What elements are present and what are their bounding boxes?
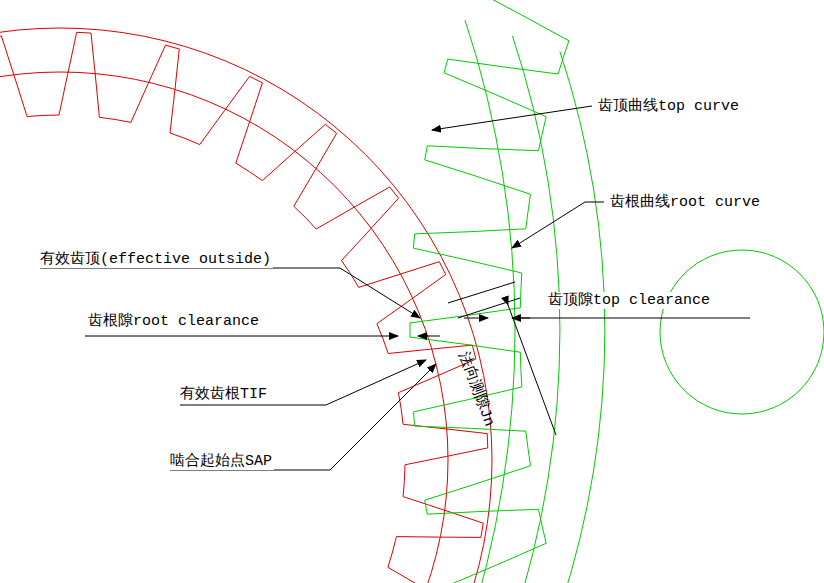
dimension-arrow <box>418 336 440 337</box>
dimension-arrow <box>512 318 530 319</box>
leader-line <box>508 305 556 435</box>
callout-label: 有效齿顶(effective outside) <box>38 251 273 268</box>
dimension-arrow <box>464 318 488 319</box>
gear-teeth <box>0 32 488 583</box>
green-gear-center-circle <box>660 250 824 414</box>
leader-line <box>512 318 750 319</box>
green-arc <box>560 52 605 583</box>
leader-lines <box>40 106 750 470</box>
normal-line <box>448 282 515 303</box>
leader-line <box>40 268 420 318</box>
callout-label: 有效齿根TIF <box>178 386 269 403</box>
green-arc <box>512 36 559 583</box>
tip-circle <box>0 28 492 583</box>
callout-label: 齿根隙root clearance <box>86 313 261 330</box>
normal-line <box>458 298 520 318</box>
callout-label: 齿根曲线root curve <box>608 194 762 211</box>
callout-label: 法向测隙Jn <box>454 348 498 431</box>
leader-line <box>512 202 604 248</box>
leader-line <box>85 336 398 337</box>
red-gear <box>0 28 492 583</box>
callout-label: 齿顶隙top clearance <box>546 292 712 309</box>
pitch-circle <box>0 72 448 583</box>
callout-label: 啮合起始点SAP <box>168 453 274 470</box>
leader-line <box>432 106 592 130</box>
callout-label: 齿顶曲线top curve <box>596 98 741 115</box>
